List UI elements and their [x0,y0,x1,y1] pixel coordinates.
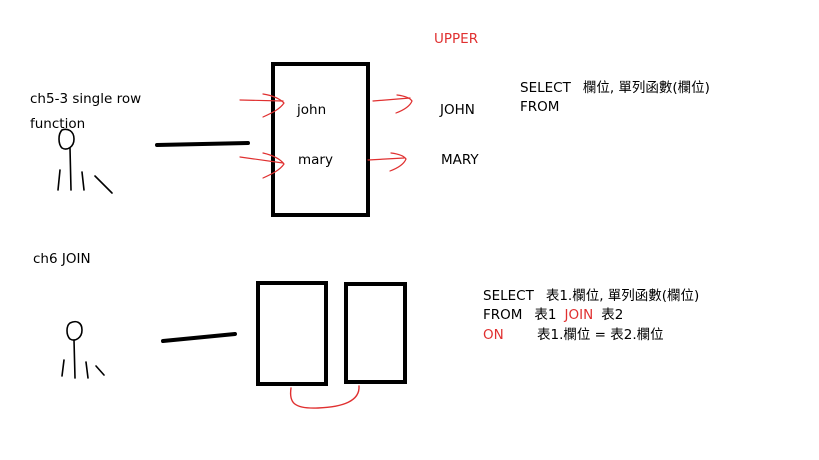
section2-title: ch6 JOIN [33,251,91,267]
function-label: UPPER [434,31,479,47]
join-link-curve [289,385,360,409]
table1-box [256,281,328,386]
sql2-join-keyword: JOIN [564,307,594,323]
sql1-from-keyword: FROM [520,99,560,115]
stick-figure-2 [61,320,105,379]
sql1-select-keyword: SELECT [520,80,571,96]
output-arrow-mary [367,152,407,172]
section1-title-cont: function [30,116,86,132]
input-value-mary: mary [298,152,333,168]
function-box [271,62,370,217]
stick-figure-1 [57,128,113,194]
sql2-select-keyword: SELECT [483,288,534,304]
table2-box [344,282,407,384]
sql1-select-expression: 欄位, 單列函數(欄位) [582,80,710,96]
sql2-on-line: ON 表1.欄位 = 表2.欄位 [483,327,664,343]
input-arrow-john [239,93,285,118]
sql2-from-table2: 表2 [601,307,624,323]
output-value-john: JOHN [440,102,475,118]
sql2-on-condition: 表1.欄位 = 表2.欄位 [537,327,664,343]
sql2-on-keyword: ON [483,327,504,343]
sql2-select-line: SELECT 表1.欄位, 單列函數(欄位) [483,288,700,304]
output-value-mary: MARY [441,152,479,168]
input-value-john: john [297,102,327,118]
connector-line-1 [155,141,250,147]
sql1-select-line: SELECT 欄位, 單列函數(欄位) [520,80,710,96]
input-arrow-mary [239,152,285,179]
output-arrow-john [372,94,413,114]
sql2-from-keyword: FROM [483,307,523,323]
sql2-from-line: FROM 表1 JOIN 表2 [483,307,624,323]
sql2-from-table1: 表1 [534,307,557,323]
section1-title: ch5-3 single row [30,91,142,107]
sql2-select-expression: 表1.欄位, 單列函數(欄位) [545,288,700,304]
connector-line-2 [161,332,237,343]
